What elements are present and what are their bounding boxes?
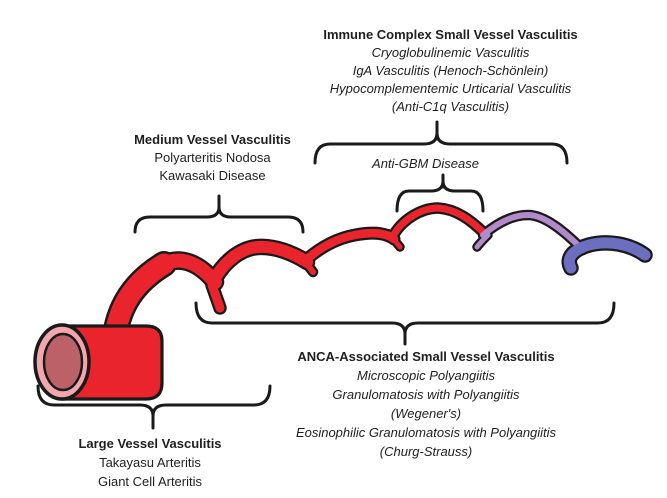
medium-vessel-item: Polyarteritis Nodosa xyxy=(154,150,271,165)
anti-gbm-label-block: Anti-GBM Disease xyxy=(323,155,528,173)
immune-complex-item: IgA Vasculitis (Henoch-Schönlein) xyxy=(352,63,549,78)
capillary-lavender-layer xyxy=(474,212,586,253)
medium-vessel-title: Medium Vessel Vasculitis xyxy=(134,132,291,147)
lumen-opening xyxy=(42,332,84,392)
branch-stub xyxy=(207,280,225,313)
capillary-segment xyxy=(480,212,586,253)
branch-stub xyxy=(474,232,491,250)
large-vessel-item: Takayasu Arteritis xyxy=(99,455,201,470)
medium-vessel-label-block: Medium Vessel Vasculitis Polyarteritis N… xyxy=(100,131,325,185)
arteriole-segment xyxy=(300,228,399,266)
anca-item: Microscopic Polyangiitis xyxy=(357,368,495,383)
arteriole-segment xyxy=(388,204,489,242)
anca-item: Granulomatosis with Polyangiitis xyxy=(332,387,520,402)
large-vessel-title: Large Vessel Vasculitis xyxy=(78,436,222,451)
anca-title: ANCA-Associated Small Vessel Vasculitis xyxy=(297,349,555,364)
immune-complex-label-block: Immune Complex Small Vessel Vasculitis C… xyxy=(258,26,643,116)
anti-gbm-title: Anti-GBM Disease xyxy=(372,156,479,171)
anca-item: (Wegener's) xyxy=(390,406,462,421)
anca-item: (Churg-Strauss) xyxy=(379,444,473,459)
anca-item: Eosinophilic Granulomatosis with Polyang… xyxy=(295,425,557,440)
large-vessel-label-block: Large Vessel Vasculitis Takayasu Arterit… xyxy=(40,434,260,491)
immune-complex-item: Cryoglobulinemic Vasculitis xyxy=(371,45,530,60)
large-vessel-cylinder xyxy=(33,323,164,401)
immune-complex-title: Immune Complex Small Vessel Vasculitis xyxy=(323,27,578,42)
immune-complex-item: Hypocomplementemic Urticarial Vasculitis xyxy=(329,81,572,96)
artery-segment xyxy=(208,240,313,286)
venule-blue-layer xyxy=(563,237,651,274)
medium-vessel-item: Kawasaki Disease xyxy=(159,168,266,183)
immune-complex-item: (Anti-C1q Vasculitis) xyxy=(391,99,510,114)
large-vessel-item: Giant Cell Arteritis xyxy=(97,474,203,489)
anca-label-block: ANCA-Associated Small Vessel Vasculitis … xyxy=(226,347,626,461)
brace-layer xyxy=(36,120,616,430)
venule-segment xyxy=(563,237,651,274)
